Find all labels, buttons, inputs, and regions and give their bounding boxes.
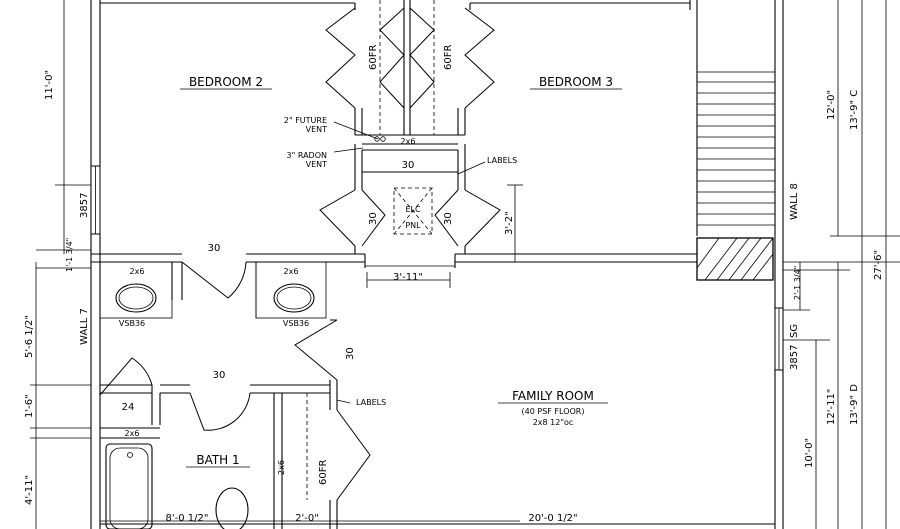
window-right-size: 3857 — [789, 345, 800, 370]
vanity-right-framing: 2x6 — [284, 267, 299, 276]
bath-linen-door-size: 24 — [122, 402, 135, 413]
hall-framing: 2x6 — [401, 137, 416, 146]
room-label-bath1: BATH 1 — [196, 453, 239, 467]
electrical-panel-label-1: ELC — [405, 205, 421, 214]
dim-3-2: 3'-2" — [504, 211, 515, 235]
closet-door-30-right: 30 — [443, 212, 454, 225]
bath-closet-60fr: 60FR — [318, 460, 329, 485]
chimney-block — [696, 237, 774, 281]
closet-doors — [319, 7, 501, 247]
dim-1-6: 1'-6" — [24, 394, 35, 418]
labels-note-top: LABELS — [487, 156, 517, 165]
dim-10-0: 10'-0" — [804, 438, 815, 468]
bath-linen-framing: 2x6 — [125, 429, 140, 438]
dim-11-0: 11'-0" — [44, 70, 55, 100]
dim-20-0-1-2: 20'-0 1/2" — [528, 513, 577, 524]
bath-closet-door-size: 30 — [345, 347, 356, 360]
electrical-panel-label-2: PNL — [405, 221, 421, 230]
dim-12-11: 12'-11" — [826, 389, 837, 425]
dim-27-6: 27'-6" — [873, 250, 884, 280]
sg-label: SG — [789, 324, 800, 338]
future-vent-note-1: 2" FUTURE — [284, 116, 327, 125]
bathroom-fixtures — [105, 443, 249, 529]
dim-8-0-1-2: 8'-0 1/2" — [166, 513, 209, 524]
bedroom2-door-size: 30 — [208, 243, 221, 254]
hall-door-size: 30 — [402, 160, 415, 171]
family-room-floor-load: (40 PSF FLOOR) — [522, 407, 585, 416]
bath-door-size: 30 — [213, 370, 226, 381]
dim-13-9-d: 13'-9" D — [849, 384, 860, 425]
bath-wall-framing: 2x6 — [277, 460, 286, 475]
wall8-label: WALL 8 — [789, 183, 800, 220]
hidden-lines — [306, 0, 435, 500]
bedroom2-door — [181, 261, 247, 299]
radon-vent-note-1: 3" RADON — [287, 151, 327, 160]
room-label-bedroom3: BEDROOM 3 — [539, 75, 613, 89]
radon-vent-note-2: VENT — [306, 160, 328, 169]
dim-3-11: 3'-11" — [393, 272, 423, 283]
family-room-joists: 2x8 12"oc — [533, 418, 574, 427]
vanity-right-label: VSB36 — [283, 319, 309, 328]
windows — [90, 165, 784, 371]
closet-door-30-left: 30 — [368, 212, 379, 225]
window-left-size: 3857 — [79, 193, 90, 218]
room-label-bedroom2: BEDROOM 2 — [189, 75, 263, 89]
dim-5-6-1-2: 5'-6 1/2" — [24, 315, 35, 358]
staircase — [696, 0, 775, 236]
room-label-family-room: FAMILY ROOM — [512, 389, 594, 403]
vanity-left-label: VSB36 — [119, 319, 145, 328]
labels-note-mid: LABELS — [356, 398, 386, 407]
bath-doors — [99, 319, 371, 501]
dimension-lines — [30, 0, 900, 529]
wall7-label: WALL 7 — [79, 308, 90, 345]
dim-13-9-c: 13'-9" C — [849, 90, 860, 130]
dim-4-11: 4'-11" — [24, 475, 35, 505]
dim-1-1-3-4-left: 1'-1 3/4" — [65, 238, 74, 272]
future-vent-note-2: VENT — [306, 125, 328, 134]
dim-2-0: 2'-0" — [295, 513, 319, 524]
dim-12-0: 12'-0" — [826, 90, 837, 120]
closet-door-60fr-left: 60FR — [368, 45, 379, 70]
vanity-left-framing: 2x6 — [130, 267, 145, 276]
vents — [333, 121, 486, 404]
vanity-sinks — [115, 283, 315, 313]
closet-door-60fr-right: 60FR — [443, 45, 454, 70]
dim-2-1-3-4-right: 2'-1 3/4" — [793, 266, 802, 300]
